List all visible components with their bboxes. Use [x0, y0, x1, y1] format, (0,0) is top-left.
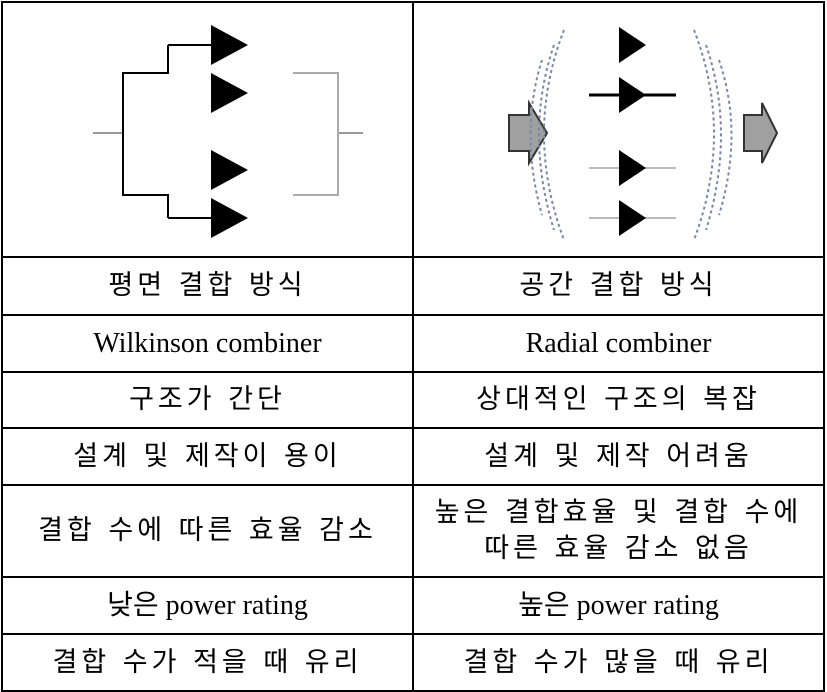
spatial-method: 공간 결합 방식 [412, 256, 825, 316]
spatial-advantage-text: 결합 수가 많을 때 유리 [463, 646, 774, 678]
spatial-combiner: Radial combiner [412, 314, 825, 373]
spatial-structure-text: 상대적인 구조의 복잡 [476, 384, 761, 415]
method-row: 평면 결합 방식 공간 결합 방식 [1, 256, 825, 316]
planar-power: 낮은 power rating [1, 576, 414, 635]
planar-design-text: 설계 및 제작이 용이 [73, 440, 342, 472]
spatial-efficiency: 높은 결합효율 및 결합 수에 따른 효율 감소 없음 [412, 484, 825, 578]
efficiency-row: 결합 수에 따른 효율 감소 높은 결합효율 및 결합 수에 따른 효율 감소 … [1, 484, 825, 578]
wilkinson-combiner-diagram-icon [92, 24, 363, 238]
planar-structure: 구조가 간단 [1, 371, 414, 429]
spatial-efficiency-line1: 높은 결합효율 및 결합 수에 [434, 497, 803, 528]
spatial-advantage: 결합 수가 많을 때 유리 [412, 633, 825, 692]
spatial-power: 높은 power rating [412, 576, 825, 635]
planar-efficiency: 결합 수에 따른 효율 감소 [1, 484, 414, 578]
spatial-design: 설계 및 제작 어려움 [412, 427, 825, 486]
diagram-row [1, 1, 825, 258]
planar-structure-text: 구조가 간단 [129, 384, 286, 415]
planar-method-text: 평면 결합 방식 [108, 270, 307, 301]
planar-efficiency-text: 결합 수에 따른 효율 감소 [38, 515, 377, 546]
combiner-type-row: Wilkinson combiner Radial combiner [1, 314, 825, 373]
planar-combiner: Wilkinson combiner [1, 314, 414, 373]
spatial-diagram-cell [412, 1, 825, 258]
power-rating-row: 낮은 power rating 높은 power rating [1, 576, 825, 635]
spatial-method-text: 공간 결합 방식 [519, 270, 718, 301]
spatial-combiner-text: Radial combiner [525, 327, 712, 359]
planar-design: 설계 및 제작이 용이 [1, 427, 414, 486]
advantage-row: 결합 수가 적을 때 유리 결합 수가 많을 때 유리 [1, 633, 825, 692]
spatial-design-text: 설계 및 제작 어려움 [484, 440, 753, 472]
planar-method: 평면 결합 방식 [1, 256, 414, 316]
spatial-efficiency-line2: 따른 효율 감소 없음 [484, 533, 753, 564]
planar-advantage-text: 결합 수가 적을 때 유리 [52, 646, 363, 678]
radial-combiner-diagram-icon [508, 26, 779, 240]
spatial-power-text: 높은 power rating [518, 589, 719, 621]
planar-combiner-text: Wilkinson combiner [93, 327, 322, 359]
planar-power-text: 낮은 power rating [107, 589, 308, 621]
planar-advantage: 결합 수가 적을 때 유리 [1, 633, 414, 692]
spatial-structure: 상대적인 구조의 복잡 [412, 371, 825, 429]
structure-row: 구조가 간단 상대적인 구조의 복잡 [1, 371, 825, 429]
planar-diagram-cell [1, 1, 414, 258]
design-row: 설계 및 제작이 용이 설계 및 제작 어려움 [1, 427, 825, 486]
